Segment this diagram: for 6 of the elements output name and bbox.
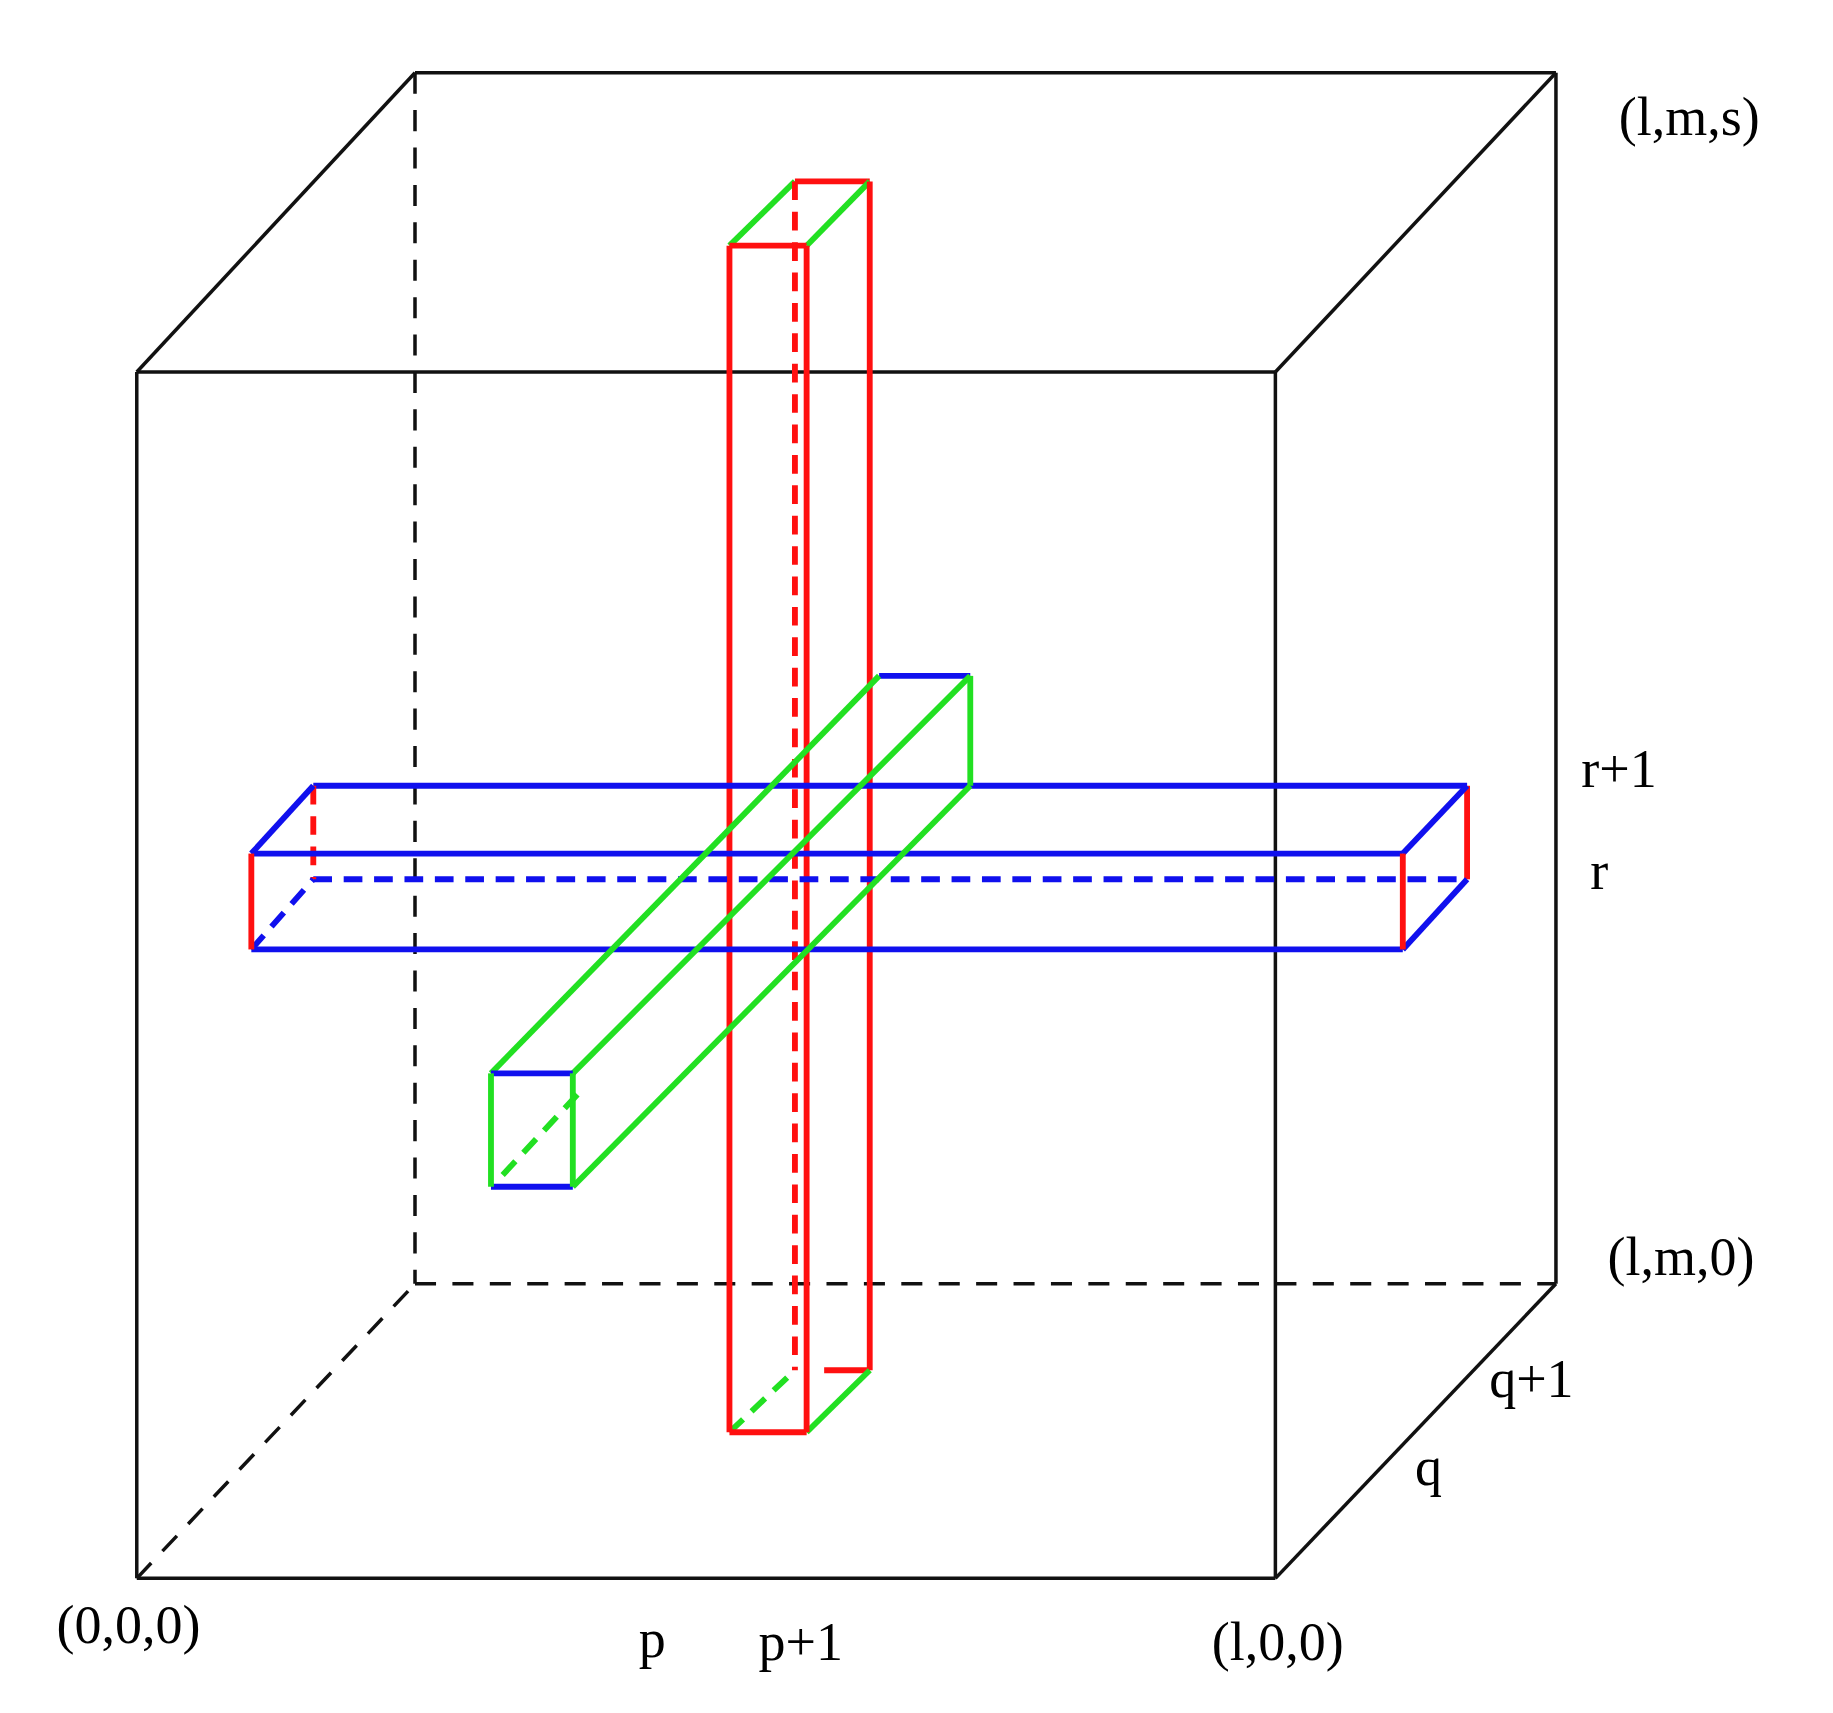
axis-label: r+1	[1581, 742, 1657, 797]
axis-label: r	[1590, 843, 1609, 898]
axis-label: q+1	[1489, 1352, 1574, 1407]
axis-label: q	[1415, 1440, 1442, 1495]
axis-label: (l,0,0)	[1211, 1615, 1344, 1670]
axis-label: p+1	[758, 1615, 843, 1670]
